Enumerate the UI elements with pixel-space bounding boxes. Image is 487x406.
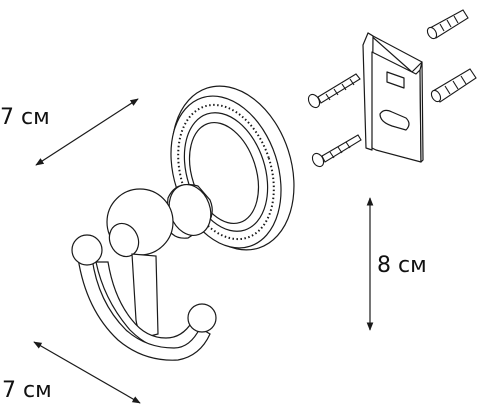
screw-top (307, 73, 361, 109)
depth-label: 7 см (0, 105, 50, 130)
width-arrow (33, 341, 141, 404)
width-dimension: 7 см (2, 341, 141, 404)
screw-bottom (311, 134, 362, 168)
depth-dimension: 7 см (0, 98, 139, 166)
hook-arms (71, 234, 217, 361)
mounting-bracket (362, 32, 424, 163)
wall-plug-middle (430, 68, 477, 103)
height-dimension: 8 см (366, 197, 427, 331)
width-label: 7 см (2, 378, 52, 403)
height-label: 8 см (377, 253, 427, 278)
depth-arrow (35, 98, 139, 166)
hook-ball (106, 188, 174, 258)
wall-plug-top (426, 9, 469, 40)
